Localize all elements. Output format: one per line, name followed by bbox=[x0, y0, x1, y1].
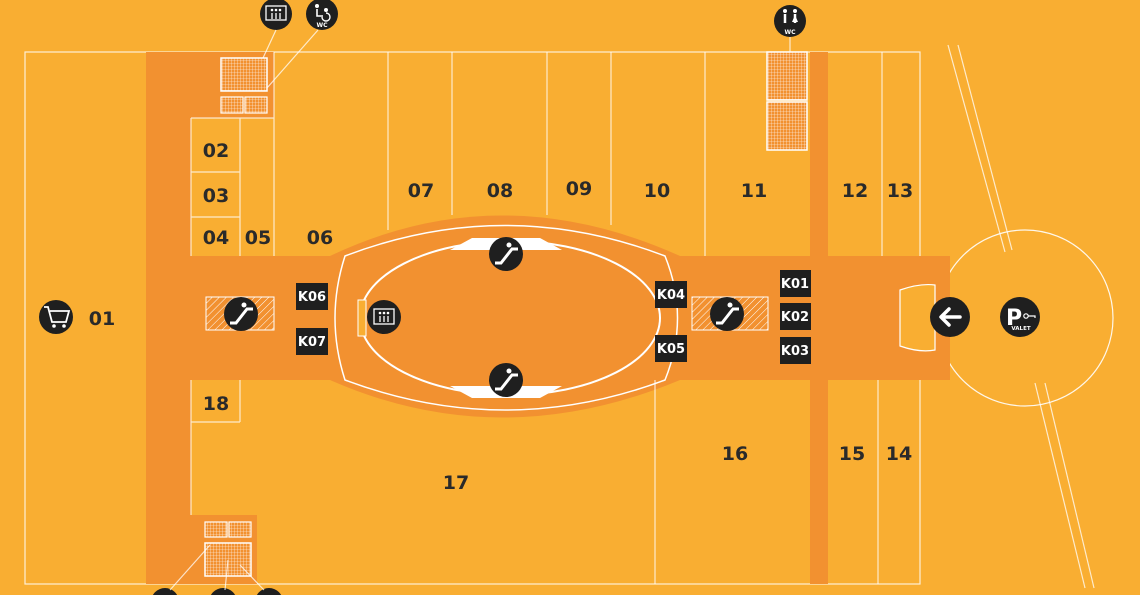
unit-label-08: 08 bbox=[487, 180, 513, 202]
unit-label-07: 07 bbox=[408, 180, 434, 202]
kiosk-label-k01: K01 bbox=[781, 277, 809, 292]
entrance-doors bbox=[899, 283, 936, 352]
unit-label-01: 01 bbox=[89, 308, 115, 330]
escalator-icon bbox=[489, 237, 523, 271]
bottom-icons bbox=[152, 544, 282, 595]
unit-label-13: 13 bbox=[887, 180, 913, 202]
kiosk-k07[interactable]: K07 bbox=[296, 328, 328, 355]
kiosk-k02[interactable]: K02 bbox=[780, 303, 811, 330]
accessible-wc-icon: WC bbox=[306, 0, 338, 30]
unit-label-06: 06 bbox=[307, 227, 333, 249]
unit-labels: 01 02 03 04 05 06 07 08 09 10 11 12 13 1… bbox=[89, 140, 913, 494]
escalator-icon bbox=[224, 297, 258, 331]
unit-label-11: 11 bbox=[741, 180, 767, 202]
escalator-icon bbox=[489, 363, 523, 397]
kiosk-k06[interactable]: K06 bbox=[296, 283, 328, 310]
kiosk-label-k04: K04 bbox=[657, 288, 685, 303]
kiosk-label-k05: K05 bbox=[657, 342, 685, 357]
kiosk-k04[interactable]: K04 bbox=[655, 281, 687, 308]
unit-label-18: 18 bbox=[203, 393, 229, 415]
unit-label-15: 15 bbox=[839, 443, 865, 465]
restroom-icon: WC bbox=[774, 5, 806, 37]
unit-label-04: 04 bbox=[203, 227, 229, 249]
unit-dividers bbox=[190, 52, 883, 584]
kiosk-k01[interactable]: K01 bbox=[780, 270, 811, 297]
kiosk-label-k06: K06 bbox=[298, 290, 326, 305]
unit-label-16: 16 bbox=[722, 443, 748, 465]
unit-label-03: 03 bbox=[203, 185, 229, 207]
kiosk-label-k03: K03 bbox=[781, 344, 809, 359]
kiosk-label-k02: K02 bbox=[781, 310, 809, 325]
shopping-cart-icon bbox=[39, 300, 73, 334]
unit-label-05: 05 bbox=[245, 227, 271, 249]
wc-label: WC bbox=[316, 22, 328, 29]
unit-label-14: 14 bbox=[886, 443, 912, 465]
kiosks: K06 K07 K04 K05 K01 K02 K03 bbox=[296, 270, 811, 364]
unit-label-09: 09 bbox=[566, 178, 592, 200]
service-cores bbox=[204, 51, 808, 577]
wc-label: WC bbox=[784, 29, 796, 36]
elevator-icon bbox=[260, 0, 292, 30]
parking-letter: P bbox=[1006, 306, 1022, 331]
unit-label-12: 12 bbox=[842, 180, 868, 202]
unit-label-10: 10 bbox=[644, 180, 670, 202]
valet-parking-icon: P VALET bbox=[1000, 297, 1040, 337]
kiosk-k05[interactable]: K05 bbox=[655, 335, 687, 362]
kiosk-k03[interactable]: K03 bbox=[780, 337, 811, 364]
entrance-arrow-icon bbox=[930, 297, 970, 337]
unit-label-02: 02 bbox=[203, 140, 229, 162]
elevator-icon bbox=[357, 299, 401, 337]
valet-label: VALET bbox=[1011, 326, 1030, 332]
kiosk-label-k07: K07 bbox=[298, 335, 326, 350]
escalator-icon bbox=[710, 297, 744, 331]
unit-label-17: 17 bbox=[443, 472, 469, 494]
